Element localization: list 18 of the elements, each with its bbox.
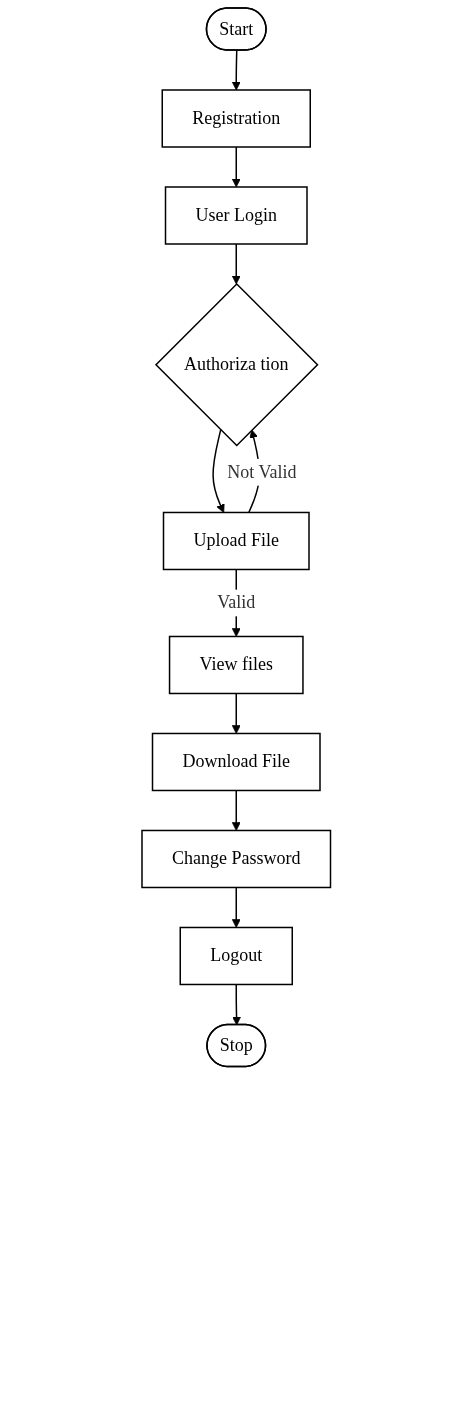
arrow bbox=[231, 49, 241, 91]
arrow bbox=[231, 243, 241, 285]
edge-label: Valid bbox=[217, 592, 255, 613]
edge-label: Not Valid bbox=[227, 461, 297, 482]
node-box: View files bbox=[168, 635, 304, 695]
arrow bbox=[231, 886, 241, 928]
node-box: Download File bbox=[151, 732, 321, 792]
arrow bbox=[231, 692, 241, 734]
node-box: Change Password bbox=[141, 829, 331, 889]
arrow bbox=[231, 146, 241, 188]
node-box: Registration bbox=[161, 89, 311, 148]
arrow bbox=[231, 983, 241, 1026]
node-diamond: Authoriza tion bbox=[154, 282, 319, 447]
node-box: Logout bbox=[179, 926, 293, 986]
node-box: User Login bbox=[164, 186, 308, 245]
arrow bbox=[212, 429, 225, 513]
arrow bbox=[231, 789, 241, 831]
node-box: Upload File bbox=[162, 511, 310, 571]
